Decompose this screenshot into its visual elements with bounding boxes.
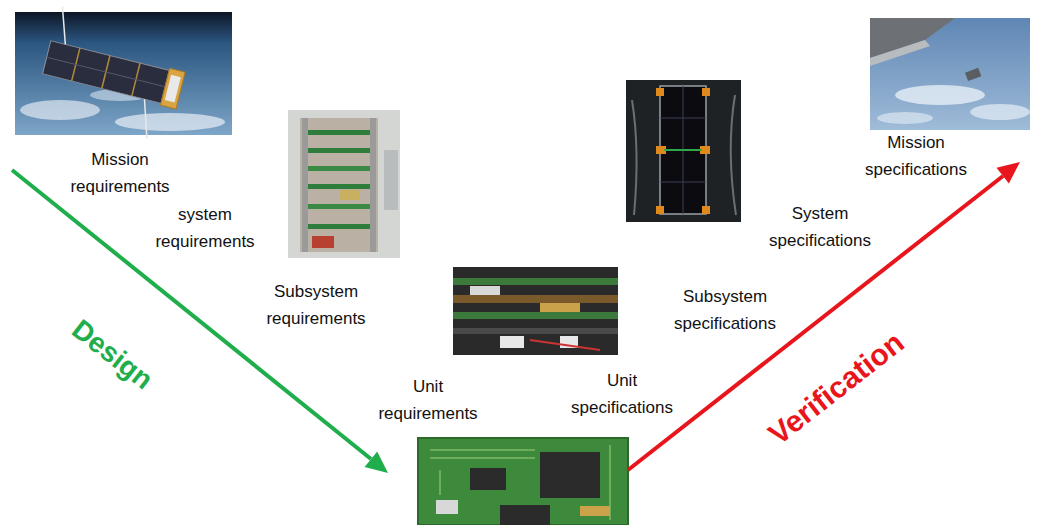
pcb-photo-part (500, 505, 550, 525)
satellite-chamber-photo-part (660, 182, 706, 183)
verification-arrow-part (997, 162, 1021, 184)
specification-label: Subsystem specifications (660, 283, 790, 337)
board-stack-photo-part (453, 267, 618, 355)
satellite-frame-photo-part (384, 150, 398, 210)
requirement-label: Subsystem requirements (251, 278, 381, 332)
specification-label: Mission specifications (854, 129, 979, 183)
deployment-photo-part (870, 40, 930, 66)
satellite-chamber-photo-part (702, 206, 710, 214)
satellite-chamber-photo-part (660, 118, 706, 119)
requirement-label: Unit requirements (368, 373, 488, 427)
pcb-photo-part (418, 438, 628, 525)
cubesat-orbit-photo-part-part (54, 7, 74, 45)
cubesat-orbit-photo-part (33, 6, 193, 144)
phase-label: Verification (762, 325, 910, 451)
cubesat-orbit-photo-part (15, 12, 232, 135)
satellite-chamber-photo-part (632, 100, 637, 215)
pcb-photo (418, 438, 628, 525)
deployment-photo-part (870, 18, 955, 58)
specification-label: System specifications (758, 200, 883, 254)
satellite-frame-photo (288, 110, 400, 258)
pcb-photo-part (540, 452, 600, 498)
cubesat-orbit-photo-part-part (43, 41, 170, 104)
board-stack-photo-part (500, 336, 524, 348)
satellite-frame-photo-part (308, 204, 370, 209)
cubesat-orbit-photo-part-part (135, 99, 156, 139)
satellite-chamber-photo-part (664, 149, 702, 151)
satellite-frame-photo-part (302, 118, 308, 252)
satellite-chamber-photo-part (660, 86, 706, 214)
satellite-frame-photo-part (312, 236, 334, 248)
cubesat-orbit-photo-part (115, 113, 225, 131)
pcb-photo-part (436, 500, 458, 514)
satellite-chamber-photo-part (656, 206, 664, 214)
board-stack-photo-part (530, 340, 600, 350)
specification-label: Unit specifications (560, 367, 685, 421)
cubesat-orbit-photo-part (20, 100, 100, 120)
pcb-photo-part (580, 506, 610, 516)
board-stack-photo-part (453, 278, 618, 285)
board-stack-photo-part (453, 328, 618, 334)
design-arrow-part (365, 451, 388, 473)
satellite-frame-photo-part (308, 166, 370, 171)
verification-arrow (628, 162, 1020, 470)
cubesat-orbit-photo-part-part (165, 75, 181, 103)
satellite-frame-photo-part (308, 224, 370, 229)
deployment-photo-part (895, 85, 985, 105)
board-stack-photo (453, 267, 618, 355)
board-stack-photo-part (540, 303, 580, 312)
satellite-frame-photo-part (308, 130, 370, 135)
board-stack-photo-part (470, 286, 500, 295)
pcb-photo-part (418, 438, 628, 525)
pcb-photo-part (440, 470, 441, 495)
satellite-chamber-photo-part (626, 80, 741, 222)
satellite-frame-photo-part (308, 184, 370, 189)
deployment-photo-part (970, 104, 1030, 120)
board-stack-photo-part (453, 312, 618, 319)
phase-label: Design (66, 314, 159, 396)
verification-arrow-part (628, 176, 1003, 470)
cubesat-orbit-photo-part-part (47, 57, 165, 87)
deployment-photo-part (877, 112, 933, 124)
board-stack-photo-part (453, 295, 618, 303)
satellite-chamber-photo-part (731, 95, 736, 215)
deployment-photo-part (965, 68, 981, 81)
pcb-photo-part (430, 458, 535, 459)
satellite-frame-photo-part (370, 118, 376, 252)
deployment-photo-part (870, 18, 1030, 130)
requirement-label: system requirements (145, 201, 265, 255)
deployment-photo (870, 18, 1030, 130)
pcb-photo-part (470, 468, 506, 490)
satellite-frame-photo-part (340, 190, 360, 200)
cubesat-orbit-photo-part-part (160, 68, 185, 109)
satellite-frame-photo-part (308, 148, 370, 153)
satellite-chamber-photo-part (656, 88, 664, 96)
pcb-photo-part (430, 450, 535, 451)
satellite-frame-photo-part (300, 118, 378, 252)
design-arrow (12, 170, 388, 473)
satellite-frame-photo-part (288, 110, 400, 258)
satellite-chamber-photo-part (660, 150, 706, 151)
satellite-chamber-photo-part (702, 88, 710, 96)
cubesat-orbit-photo (15, 6, 232, 144)
satellite-chamber-photo (626, 80, 741, 222)
requirement-label: Mission requirements (55, 146, 185, 200)
